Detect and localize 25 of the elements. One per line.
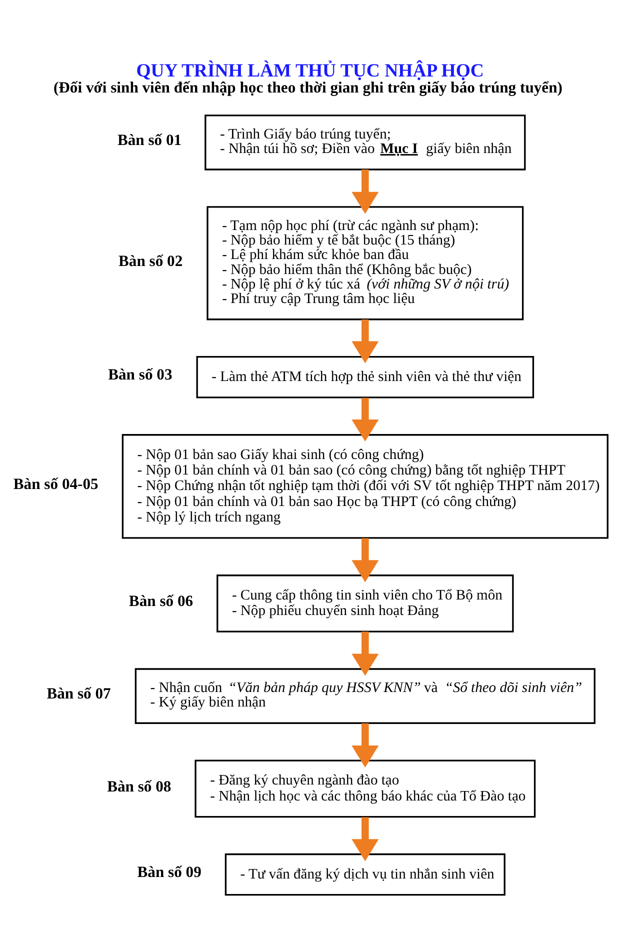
- node-label: Bàn số 07: [46, 685, 111, 702]
- node-box: - Nhận cuốn “Văn bản pháp quy HSSV KNN” và “Sổ theo dõi sinh viên” - Ký giấy biên nhận: [134, 668, 596, 724]
- arrow: [352, 397, 379, 442]
- node-box: - Làm thẻ ATM tích hợp thẻ sinh viên và thẻ thư viện: [196, 356, 534, 398]
- diagram-title: QUY TRÌNH LÀM THỦ TỤC NHẬP HỌC: [136, 60, 484, 81]
- arrow: [352, 722, 379, 768]
- node-label: Bàn số 06: [128, 592, 194, 610]
- node-label: Bàn số 08: [107, 778, 172, 795]
- node-box: - Tư vấn đăng ký dịch vụ tin nhắn sinh viên: [224, 852, 506, 896]
- arrow: [352, 319, 379, 363]
- node-box: - Tạm nộp học phí (trừ các ngành sư phạm): - Nộp bảo hiểm y tế bắt buộc (15 tháng) - Lệ phí khám sức khỏe ban đầu - Nộp bảo hiểm thân thể (Không bắc buộc) - Nộp lệ phí ở ký túc xá (với những SV ở nội trú) - Phí truy cập Trung tâm học liệu: [206, 206, 524, 320]
- arrow: [352, 816, 379, 861]
- node-box: - Nộp 01 bản sao Giấy khai sinh (có công chứng) - Nộp 01 bản chính và 01 bản sao (có công chứng) bằng tốt nghiệp THPT - Nộp Chứng nhận tốt nghiệp tạm thời (đối với SV tốt nghiệp THPT năm 2017) - Nộp 01 bản chính và 01 bản sao Học bạ THPT (có công chứng) - Nộp lý lịch trích ngang: [122, 434, 608, 538]
- arrow: [352, 538, 379, 582]
- node-label: Bàn số 03: [108, 366, 172, 384]
- node-label: Bàn số 09: [137, 864, 202, 881]
- caption: (Đối với sinh viên đến nhập học theo thời gian ghi trên giấy báo trúng tuyển): [53, 79, 562, 96]
- node-box: - Trình Giấy báo trúng tuyển; - Nhận túi hồ sơ; Điền vào Mục I giấy biên nhận: [204, 114, 526, 170]
- node-box: - Đăng ký chuyên ngành đào tạo - Nhận lịch học và các thông báo khác của Tổ Đào tạo: [194, 759, 536, 818]
- node-label: Bàn số 02: [118, 252, 183, 270]
- node-box: - Cung cấp thông tin sinh viên cho Tổ Bộ môn - Nộp phiếu chuyển sinh hoạt Đảng: [216, 574, 514, 632]
- arrow: [352, 631, 379, 676]
- node-label: Bàn số 04-05: [13, 475, 98, 492]
- node-label: Bàn số 01: [117, 132, 182, 149]
- arrow: [352, 169, 379, 214]
